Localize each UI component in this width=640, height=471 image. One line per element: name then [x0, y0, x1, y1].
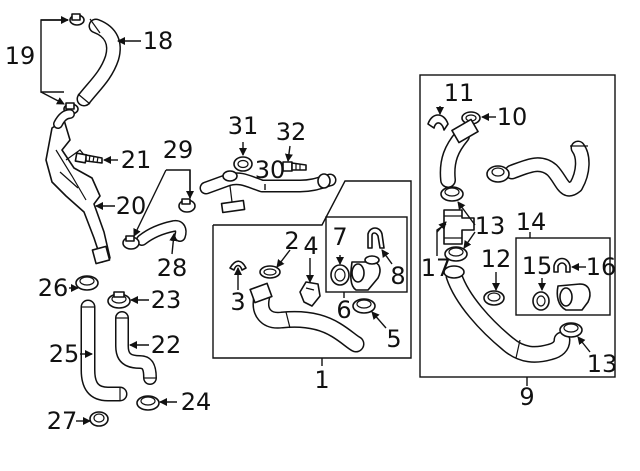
group-9-frame	[419, 74, 616, 378]
callout-16: 16	[586, 253, 617, 281]
callout-5: 5	[386, 325, 401, 353]
callout-13-upper: 13	[475, 212, 506, 240]
part-20-thermostat-housing-pipe	[45, 109, 111, 265]
part-32-bolt	[282, 161, 307, 172]
callout-4: 4	[303, 232, 318, 260]
leader-lines	[40, 16, 591, 425]
callout-29: 29	[163, 136, 194, 164]
callout-11: 11	[444, 79, 475, 107]
callout-17: 17	[421, 254, 452, 282]
part-25-bypass-hose	[80, 299, 128, 402]
callout-9: 9	[519, 383, 534, 411]
part-5-hose-clamp	[352, 298, 376, 314]
part-12-hose-clamp	[483, 290, 505, 306]
part-9-right-hose-section	[486, 140, 590, 197]
part-21-bolt	[74, 152, 103, 164]
part-19-hose-clamp-upper	[69, 13, 85, 26]
callout-32: 32	[276, 118, 307, 146]
part-14-connector-elbow	[556, 283, 591, 311]
part-13-hose-clamp-lower	[559, 322, 583, 338]
callout-22: 22	[151, 331, 182, 359]
part-18-upper-hose	[76, 18, 121, 107]
callout-27: 27	[47, 407, 78, 435]
callout-31: 31	[228, 112, 259, 140]
callout-15: 15	[522, 252, 553, 280]
part-15-seal-ring	[532, 291, 550, 311]
part-30-coolant-pipe	[199, 170, 337, 214]
part-11-retaining-clip	[427, 114, 449, 131]
callout-23: 23	[151, 286, 182, 314]
callout-14: 14	[516, 208, 547, 236]
group-6-detail-frame	[325, 216, 408, 293]
callout-labels: 1 2 3 4 5 6 7 8 9 10 11 12 13 13 14 15 1…	[5, 27, 618, 435]
part-13-hose-clamp-upper	[440, 186, 464, 202]
callout-3: 3	[230, 288, 245, 316]
callout-21: 21	[121, 146, 152, 174]
part-6-connector-elbow	[350, 255, 381, 291]
part-2-seal-ring	[259, 265, 281, 279]
callout-10: 10	[497, 103, 528, 131]
part-9-upper-hose-section	[439, 118, 479, 188]
callout-25: 25	[49, 340, 80, 368]
part-1-coolant-hose	[249, 282, 365, 353]
callout-30: 30	[255, 156, 286, 184]
callout-2: 2	[284, 227, 299, 255]
group-14-detail-frame	[515, 237, 611, 316]
callout-26: 26	[38, 274, 69, 302]
part-16-retaining-clip	[553, 257, 571, 273]
callout-13-lower: 13	[587, 350, 618, 378]
part-22-coolant-hose	[115, 311, 157, 385]
part-8-retaining-clip	[367, 227, 385, 249]
part-26-hose-clamp	[75, 275, 99, 291]
part-28-small-hose	[136, 219, 187, 246]
callout-1: 1	[314, 366, 329, 394]
callout-7: 7	[332, 223, 347, 251]
part-7-seal-ring	[330, 264, 350, 286]
callout-8: 8	[390, 262, 405, 290]
part-17-t-connector	[443, 209, 475, 245]
callout-24: 24	[181, 388, 212, 416]
part-4-bracket	[299, 281, 321, 307]
callout-12: 12	[481, 245, 512, 273]
group-frames	[212, 74, 616, 378]
part-27-hose-clamp	[89, 411, 109, 427]
part-9-lower-hose-section	[443, 265, 571, 363]
callout-19: 19	[5, 42, 36, 70]
part-29-hose-clamp-right	[178, 198, 196, 213]
callout-6: 6	[336, 296, 351, 324]
callout-20: 20	[116, 192, 147, 220]
part-13-hose-clamp-mid	[444, 246, 468, 262]
part-24-hose-clamp	[136, 395, 160, 411]
group-1-frame	[212, 180, 412, 359]
callout-18: 18	[143, 27, 174, 55]
part-29-hose-clamp-left	[122, 235, 140, 250]
part-23-hose-clamp	[107, 291, 131, 309]
part-31-seal-ring	[233, 156, 253, 172]
callout-28: 28	[157, 254, 188, 282]
